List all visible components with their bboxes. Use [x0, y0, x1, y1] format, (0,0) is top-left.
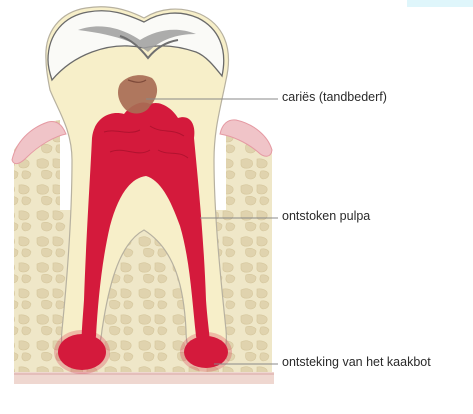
abscess-left — [54, 330, 110, 374]
label-caries: cariës (tandbederf) — [282, 90, 387, 104]
label-ontsteking-kaakbot: ontsteking van het kaakbot — [282, 355, 431, 369]
cyan-tab-mark — [407, 0, 473, 7]
label-ontstoken-pulpa: ontstoken pulpa — [282, 209, 370, 223]
abscess-right — [180, 332, 232, 372]
